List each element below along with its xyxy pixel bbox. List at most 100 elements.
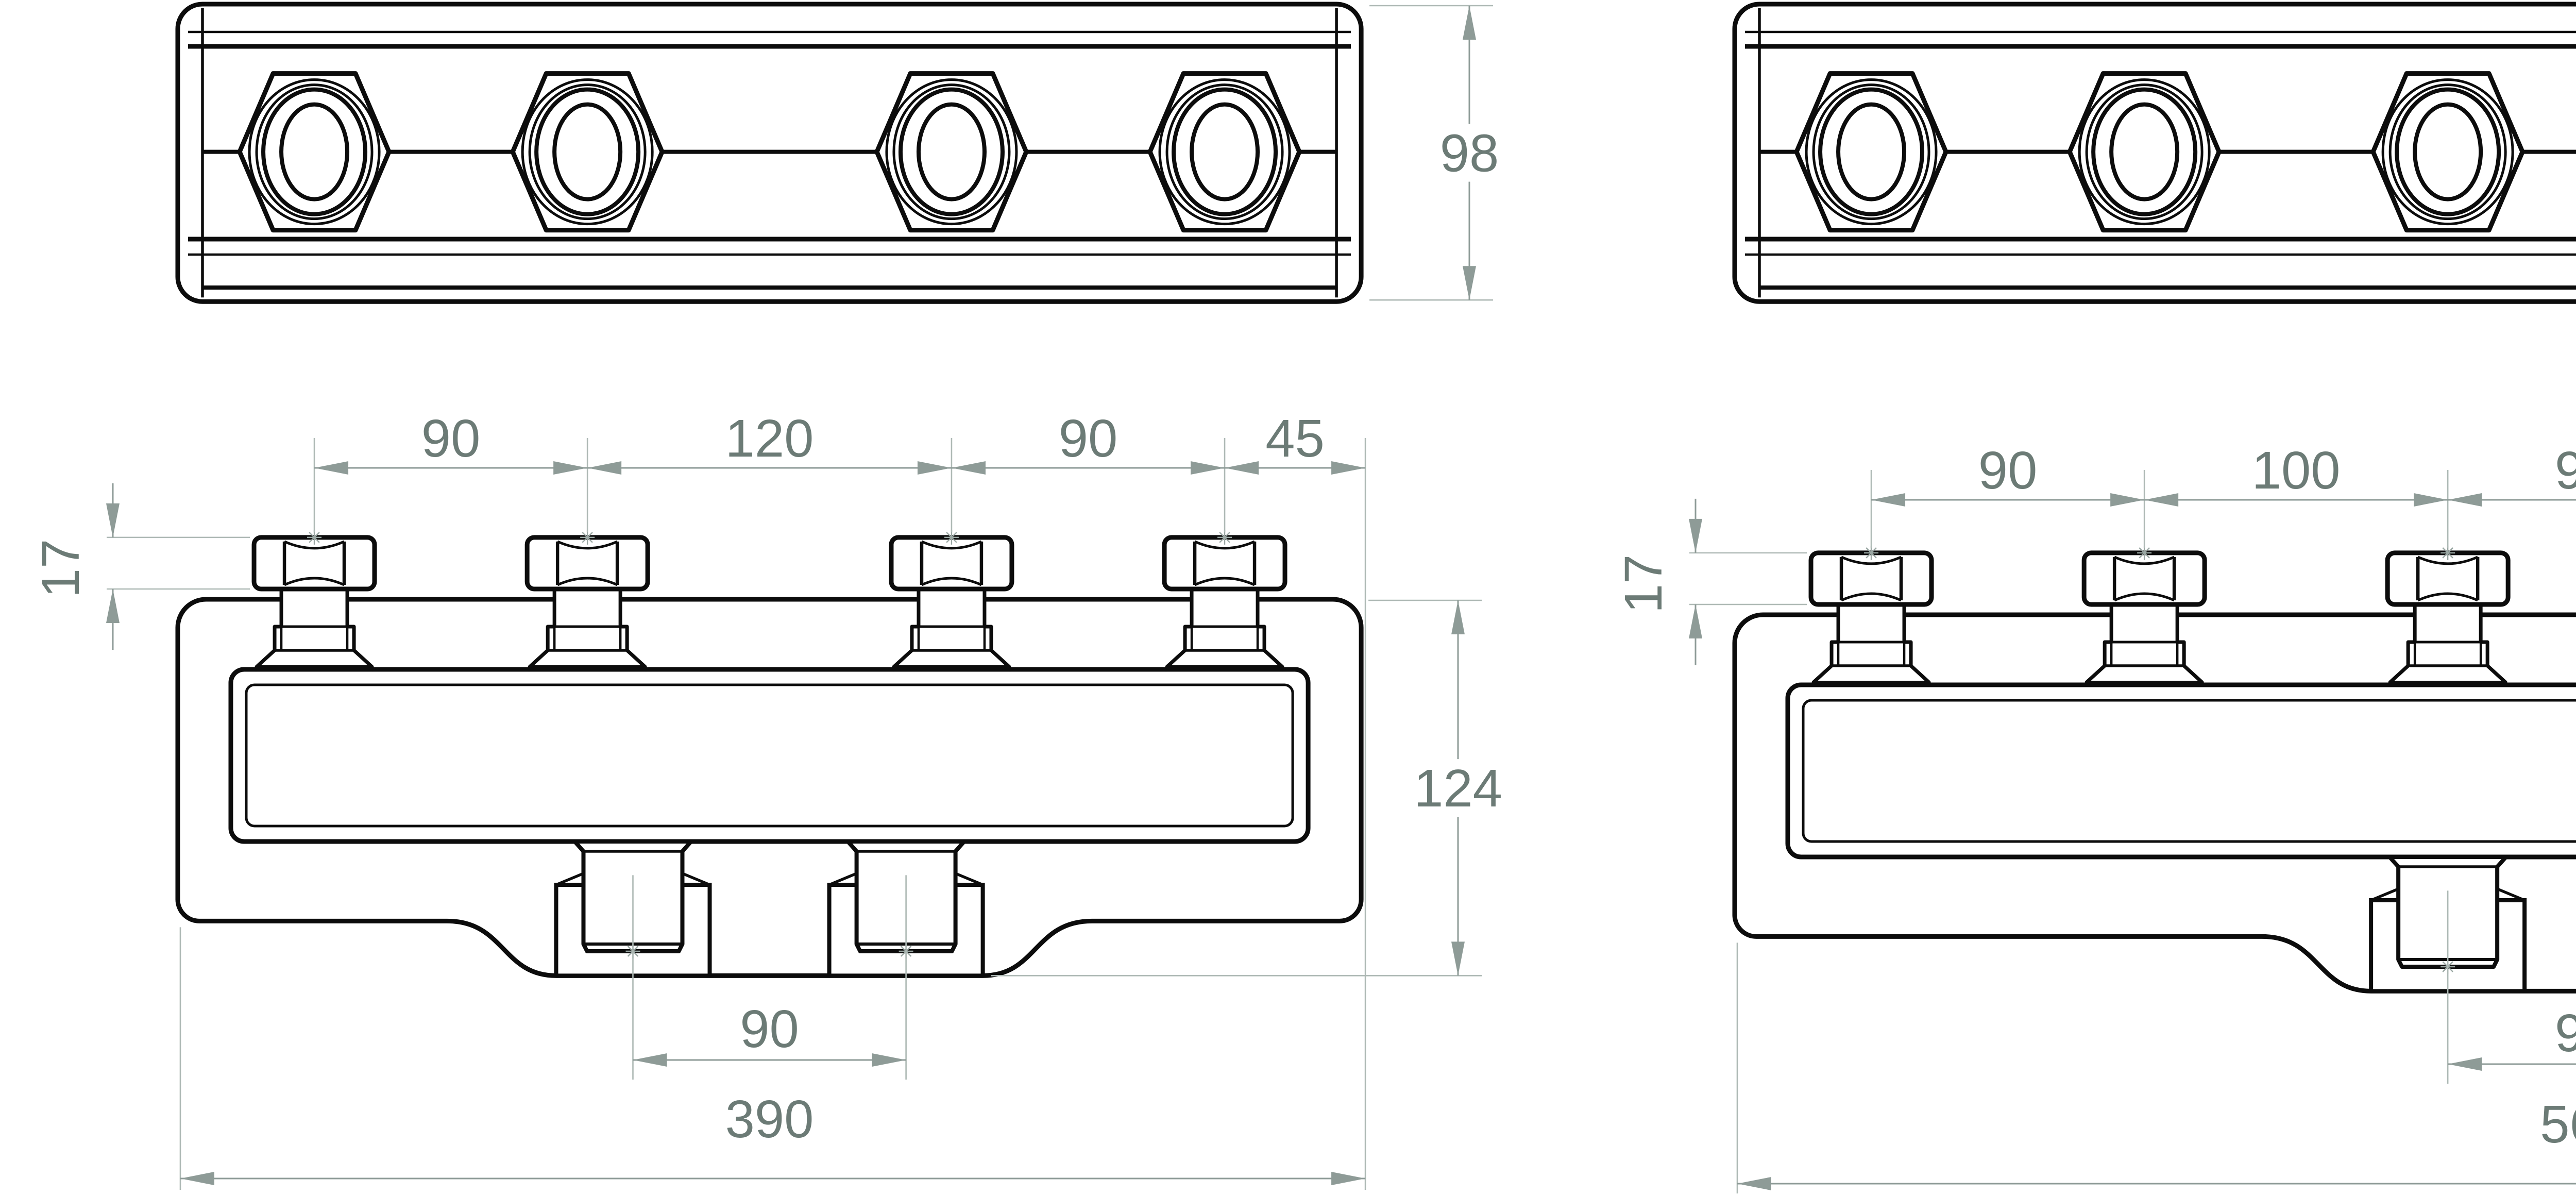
dim-arrowhead [1331, 1172, 1366, 1185]
dim-label: 90 [2555, 441, 2576, 500]
nut-chamfer-ring [1818, 87, 1925, 216]
dim-label: 45 [1265, 409, 1325, 468]
hex-head [1808, 550, 1934, 607]
dim-arrowhead [1451, 600, 1465, 634]
hex-nut [237, 71, 392, 233]
dim-arrowhead [2110, 493, 2145, 507]
connection-bolt [1808, 545, 1934, 687]
hex-chamfer-arc [2114, 592, 2175, 602]
manifold-4-port-height-dimension: 98 [1369, 5, 1499, 301]
manifold-4-port-top-view [175, 2, 1364, 304]
dim-arrowhead [1463, 6, 1476, 40]
dim-label: 17 [31, 539, 90, 598]
connection-bolt [1162, 530, 1287, 672]
manifold-front-outline [1732, 612, 2576, 994]
connection-bolt [524, 530, 650, 672]
hex-chamfer-arc [1841, 592, 1902, 602]
dim-arrowhead [1689, 518, 1702, 553]
hex-chamfer-arc [284, 540, 345, 550]
center-mark [2442, 547, 2453, 559]
nut-chamfer-ring [2091, 87, 2198, 216]
dim-label: 124 [1414, 759, 1502, 818]
dim-label: 90 [1978, 441, 2038, 500]
nut-chamfer-ring [1805, 78, 1938, 226]
dim-arrowhead [106, 589, 120, 623]
dim-label: 90 [1059, 409, 1118, 468]
dim-label: 120 [725, 409, 814, 468]
dim-arrowhead [180, 1172, 214, 1185]
dim-arrowhead [106, 503, 120, 537]
connection-bolt [2385, 545, 2511, 687]
hex-chamfer-arc [921, 577, 982, 586]
dim-arrowhead [633, 1053, 667, 1067]
center-mark [582, 532, 593, 543]
hex-chamfer-arc [2417, 556, 2479, 565]
barrel-inner [245, 683, 1294, 828]
hex-nut [510, 71, 665, 233]
hex-nut [874, 71, 1029, 233]
dim-arrowhead [1191, 461, 1225, 475]
hex-nut [2067, 71, 2222, 233]
boss-chamfer [555, 872, 584, 886]
dim-arrowhead [917, 461, 952, 475]
nut-chamfer-ring [261, 87, 368, 216]
hex-head [2081, 550, 2207, 607]
boss-chamfer [682, 872, 710, 886]
dim-arrowhead [2448, 1057, 2482, 1071]
hex-chamfer-arc [557, 540, 618, 550]
manifold-6-port: 98901009010090451712490560 [1614, 2, 2576, 1193]
boss-chamfer [828, 872, 857, 886]
nut-chamfer-ring [892, 83, 1011, 221]
nut-chamfer-ring [2395, 87, 2501, 216]
dim-arrowhead [587, 461, 622, 475]
hex-nut [1147, 71, 1302, 233]
nut-chamfer-ring [2085, 83, 2204, 221]
dim-label: 98 [1440, 124, 1499, 183]
dim-arrowhead [1225, 461, 1259, 475]
nut-chamfer-ring [2078, 78, 2211, 226]
hex-head [251, 535, 377, 592]
hex-chamfer-arc [921, 540, 982, 550]
dim-label: 90 [740, 999, 799, 1058]
hex-chamfer-arc [2417, 592, 2479, 602]
boss-chamfer [2370, 887, 2399, 902]
boss-chamfer [2497, 887, 2526, 902]
dim-label: 390 [725, 1089, 814, 1149]
barrel-outer [1785, 682, 2576, 860]
hex-head [524, 535, 650, 592]
dim-arrowhead [951, 461, 986, 475]
hex-chamfer-arc [2114, 556, 2175, 565]
nut-bore [1836, 102, 1907, 201]
dim-label: 90 [2555, 1003, 2576, 1063]
connection-bolt [889, 530, 1014, 672]
nut-chamfer-ring [255, 83, 374, 221]
dim-arrowhead [1463, 266, 1476, 300]
connection-bolt [2081, 545, 2207, 687]
center-mark [946, 532, 957, 543]
manifold-4-port-front-view [175, 530, 1364, 978]
hex-chamfer-arc [1194, 577, 1256, 586]
boss-chamfer [955, 872, 984, 886]
nut-chamfer-ring [1165, 83, 1284, 221]
nut-chamfer-ring [528, 83, 647, 221]
dim-arrowhead [2144, 493, 2179, 507]
dim-label: 90 [421, 409, 481, 468]
nut-chamfer-ring [1172, 87, 1278, 216]
manifold-4-port: 98 90 120 90 45 17 124 90 390 [31, 2, 1502, 1190]
nut-bore [552, 102, 623, 201]
barrel-outer [228, 667, 1311, 844]
connection-bolt [251, 530, 377, 672]
dim-arrowhead [1871, 493, 1906, 507]
dim-arrowhead [1737, 1177, 1771, 1190]
nut-bore [2109, 102, 2180, 201]
barrel-inner [1802, 699, 2576, 843]
hex-nut [2370, 71, 2525, 233]
dim-arrowhead [872, 1053, 906, 1067]
nut-chamfer-ring [1812, 83, 1930, 221]
dim-arrowhead [1451, 941, 1465, 976]
dim-arrowhead [553, 461, 588, 475]
nut-bore [279, 102, 350, 201]
center-mark [2139, 547, 2150, 559]
hex-nut [1794, 71, 1948, 233]
